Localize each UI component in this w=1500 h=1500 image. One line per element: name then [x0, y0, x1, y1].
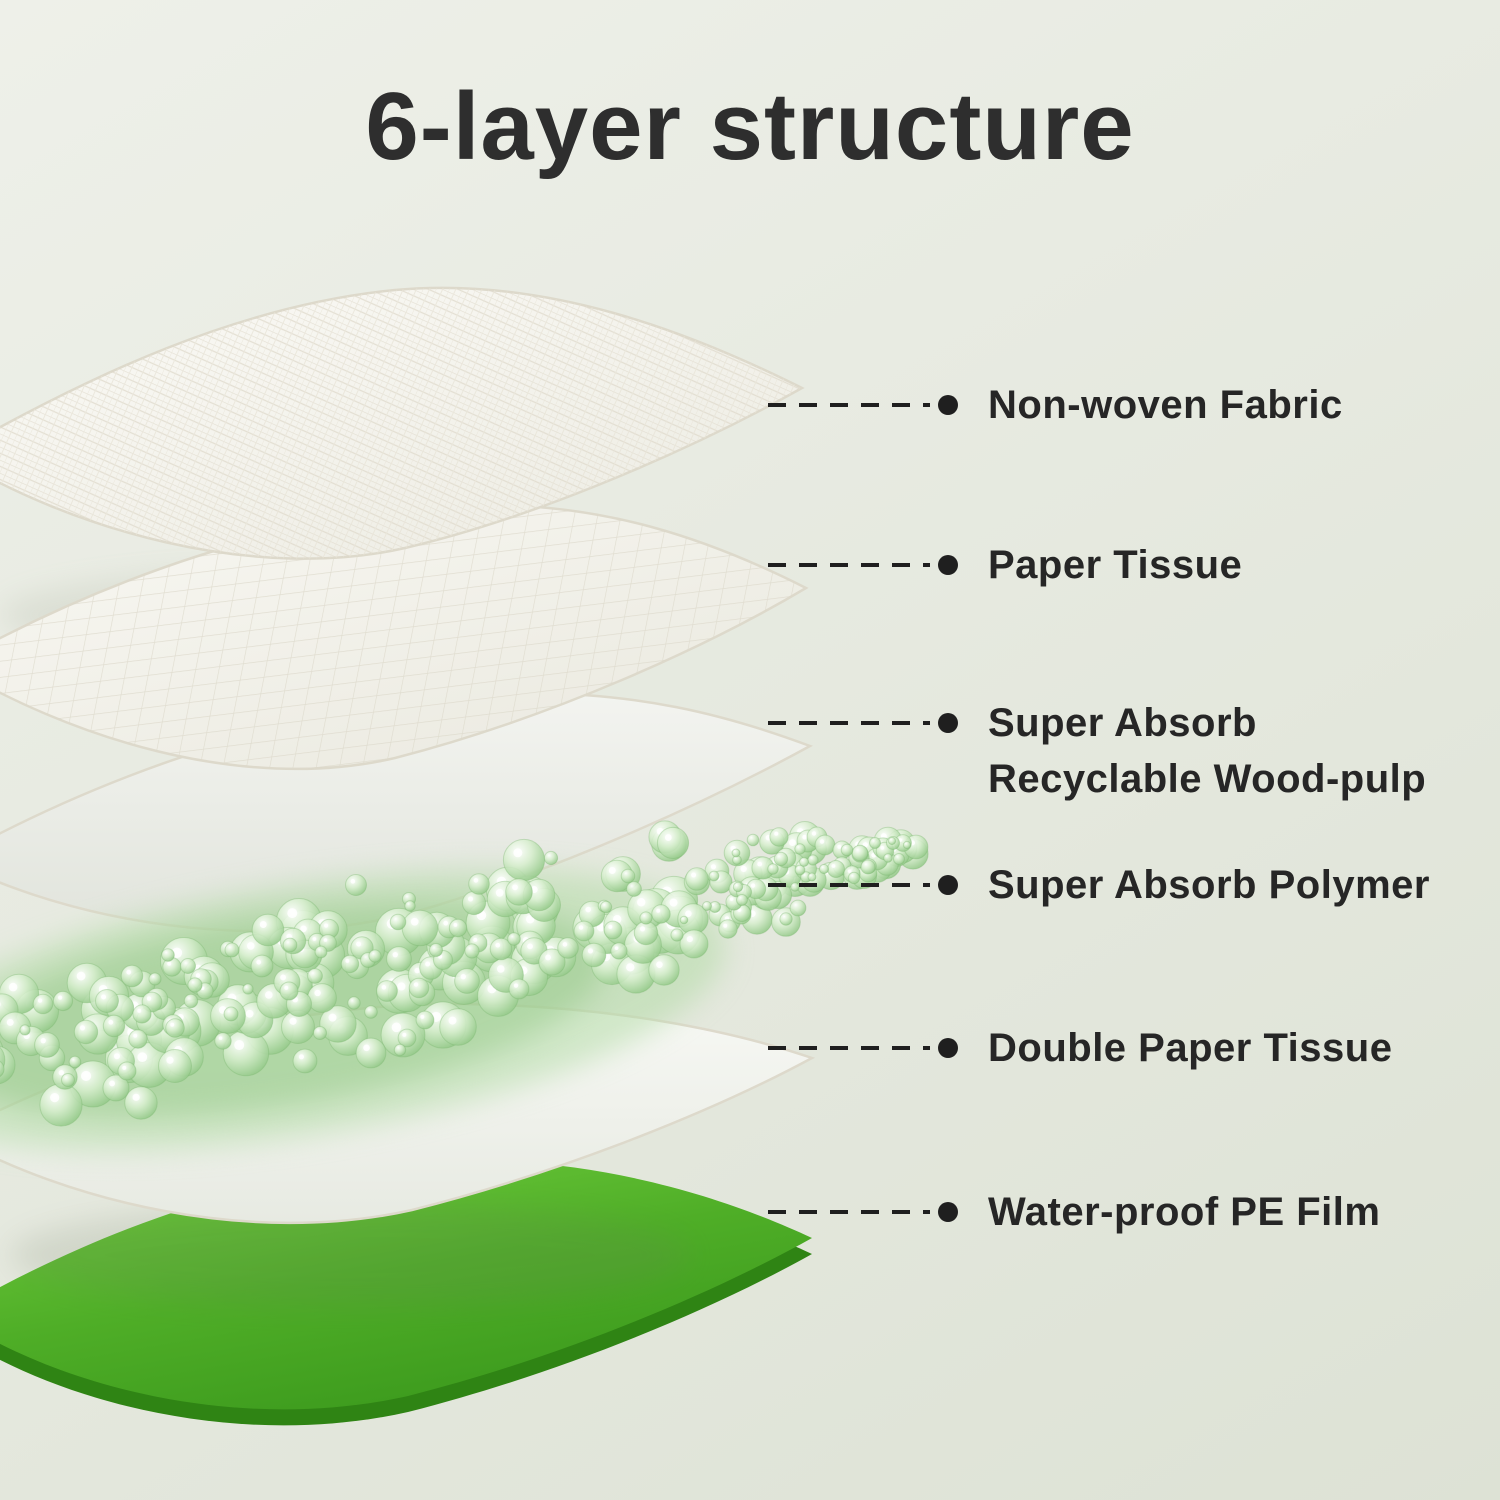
layer-label-double-tissue: Double Paper Tissue: [988, 1026, 1393, 1070]
leader-dot: [938, 875, 958, 895]
leader-dot: [938, 555, 958, 575]
leader-dot: [938, 395, 958, 415]
layer-sheet-paper-tissue: [0, 503, 809, 771]
leader-paper-tissue: [768, 555, 958, 575]
leader-non-woven: [768, 395, 958, 415]
layer-sheet-non-woven: [0, 286, 805, 560]
layer-polymer-beads: [0, 820, 929, 1151]
non-woven-texture: [0, 287, 802, 559]
shadow-on-film: [10, 1203, 690, 1307]
layer-label-paper-tissue: Paper Tissue: [988, 543, 1243, 587]
layer-label-pe-film: Water-proof PE Film: [988, 1190, 1381, 1234]
layer-label-non-woven: Non-woven Fabric: [988, 383, 1343, 427]
leader-double-tissue: [768, 1038, 958, 1058]
layer-label-polymer: Super Absorb Polymer: [988, 863, 1430, 907]
leader-dot: [938, 713, 958, 733]
leader-dot: [938, 1202, 958, 1222]
leader-wood-pulp: [768, 713, 958, 733]
leader-polymer: [768, 875, 958, 895]
leader-dot: [938, 1038, 958, 1058]
leader-pe-film: [768, 1202, 958, 1222]
paper-tissue-texture: [0, 505, 806, 769]
page-title: 6-layer structure: [365, 73, 1135, 180]
layer-label-wood-pulp: Super Absorb Recyclable Wood-pulp: [988, 701, 1427, 801]
